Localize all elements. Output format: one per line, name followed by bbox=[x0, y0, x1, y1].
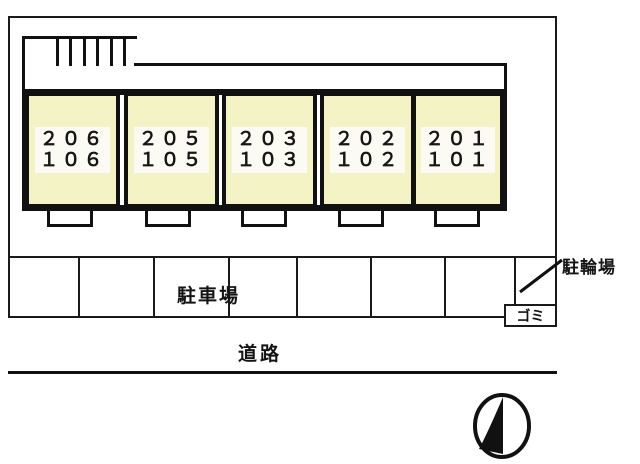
unit-number-upper: ２０５ bbox=[138, 128, 205, 150]
unit-number-lower: １０５ bbox=[138, 150, 205, 171]
stair-step bbox=[45, 39, 59, 66]
parking-divider bbox=[153, 258, 155, 318]
unit-201-101[interactable]: ２０１ １０１ bbox=[412, 92, 504, 208]
unit-202-102[interactable]: ２０２ １０２ bbox=[320, 92, 415, 208]
stair-step bbox=[113, 39, 127, 66]
unit-number-lower: １０６ bbox=[39, 150, 106, 171]
road-edge-line bbox=[8, 371, 557, 374]
corridor-right-wall bbox=[504, 63, 507, 92]
bike-parking-leader-line bbox=[519, 258, 563, 294]
road-label: 道路 bbox=[238, 344, 283, 365]
balcony-tab bbox=[145, 211, 191, 227]
unit-label-group: ２０２ １０２ bbox=[330, 126, 405, 174]
parking-divider bbox=[444, 258, 446, 318]
stair-step bbox=[86, 39, 100, 66]
unit-label-group: ２０３ １０３ bbox=[232, 126, 307, 174]
stair-step bbox=[59, 39, 73, 66]
corridor-top-edge bbox=[134, 63, 507, 66]
unit-203-103[interactable]: ２０３ １０３ bbox=[222, 92, 317, 208]
unit-number-upper: ２０６ bbox=[39, 128, 106, 150]
unit-number-upper: ２０２ bbox=[334, 128, 401, 150]
parking-divider bbox=[370, 258, 372, 318]
unit-number-upper: ２０１ bbox=[424, 128, 491, 150]
unit-number-lower: １０１ bbox=[424, 150, 491, 171]
unit-206-106[interactable]: ２０６ １０６ bbox=[25, 92, 120, 208]
trash-label: ゴミ bbox=[516, 307, 545, 324]
unit-number-upper: ２０３ bbox=[236, 128, 303, 150]
trash-area[interactable]: ゴミ bbox=[504, 304, 557, 327]
balcony-tab bbox=[241, 211, 287, 227]
unit-205-105[interactable]: ２０５ １０５ bbox=[124, 92, 219, 208]
parking-divider bbox=[78, 258, 80, 318]
parking-area[interactable] bbox=[8, 256, 557, 318]
corridor-left-wall bbox=[22, 36, 25, 92]
balcony-tab bbox=[47, 211, 93, 227]
site-boundary bbox=[8, 16, 557, 318]
corridor-top-left-edge bbox=[22, 36, 47, 39]
stair-step bbox=[126, 39, 137, 66]
north-arrow-icon bbox=[473, 393, 531, 459]
unit-label-group: ２０６ １０６ bbox=[35, 126, 110, 174]
balcony-tab bbox=[338, 211, 384, 227]
unit-number-lower: １０３ bbox=[236, 150, 303, 171]
unit-number-lower: １０２ bbox=[334, 150, 401, 171]
balcony-tab bbox=[434, 211, 480, 227]
stair-step bbox=[99, 39, 113, 66]
parking-label: 駐車場 bbox=[177, 286, 241, 307]
parking-divider bbox=[228, 258, 230, 318]
unit-label-group: ２０１ １０１ bbox=[420, 126, 495, 174]
parking-divider bbox=[514, 258, 516, 318]
bicycle-parking-label: 駐輪場 bbox=[562, 258, 616, 277]
parking-divider bbox=[296, 258, 298, 318]
stair-step bbox=[72, 39, 86, 66]
stairs bbox=[45, 36, 137, 66]
unit-label-group: ２０５ １０５ bbox=[134, 126, 209, 174]
